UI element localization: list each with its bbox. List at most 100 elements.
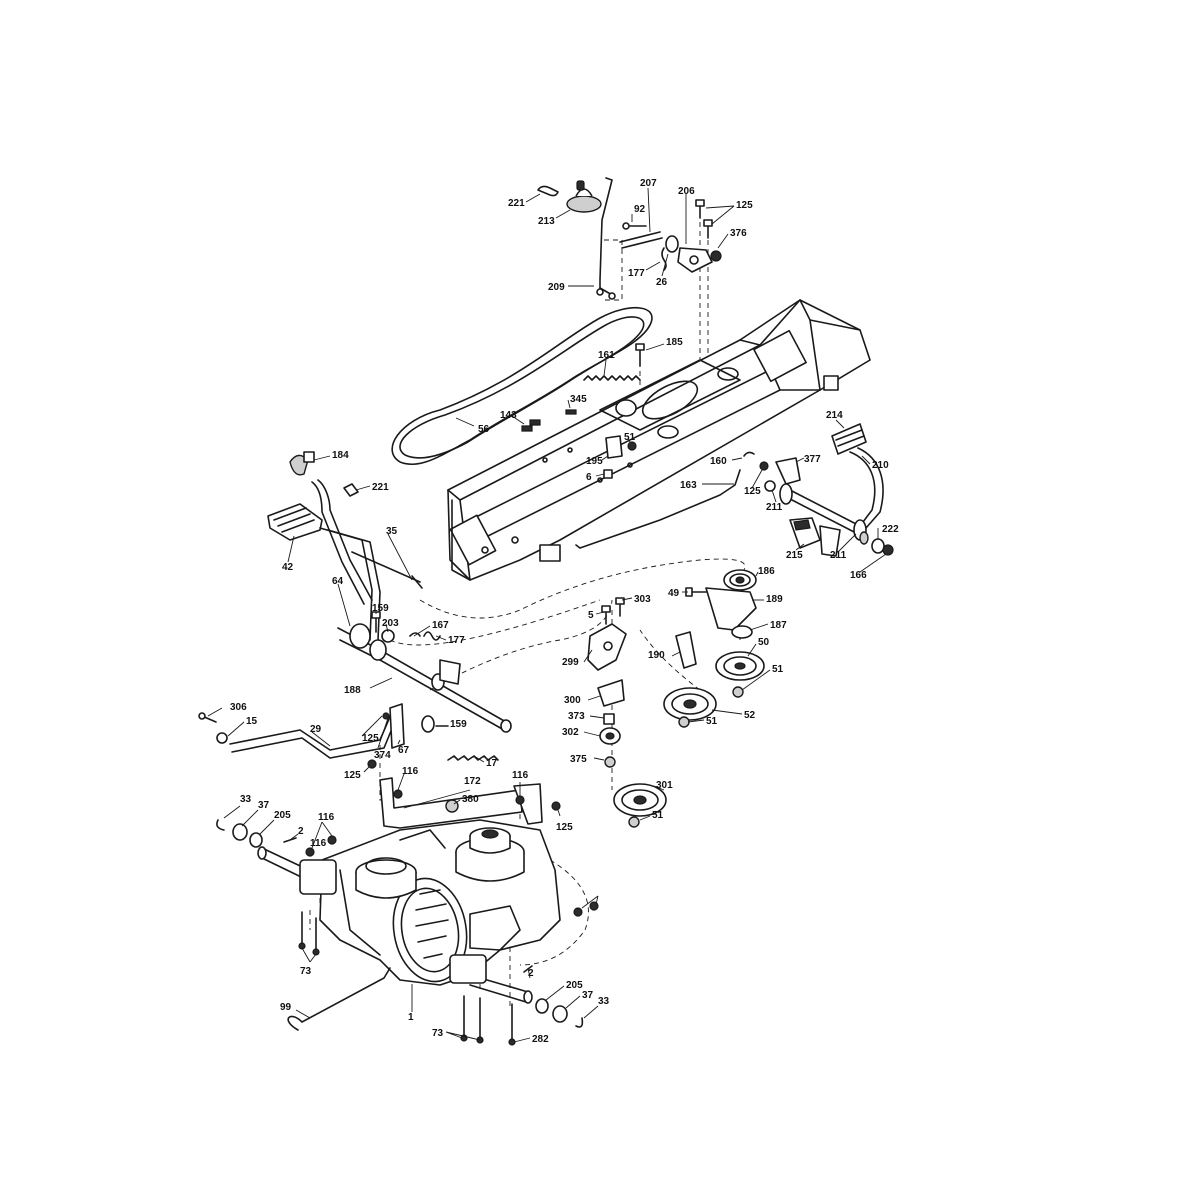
part-callout-375: 375	[570, 754, 587, 765]
part-callout-2: 2	[298, 826, 304, 837]
part-callout-221: 221	[372, 482, 389, 493]
part-callout-215: 215	[786, 550, 803, 561]
part-callout-159: 159	[450, 719, 467, 730]
drive-belt-56	[391, 306, 653, 466]
spring-161	[583, 375, 641, 381]
part-callout-159: 159	[372, 603, 389, 614]
part-callout-189: 189	[766, 594, 783, 605]
part-callout-42: 42	[282, 562, 294, 573]
part-callout-49: 49	[668, 588, 680, 599]
part-callout-51: 51	[706, 716, 718, 727]
part-callout-203: 203	[382, 618, 399, 629]
part-callout-345: 345	[570, 394, 587, 405]
part-callout-17: 17	[486, 758, 498, 769]
brake-pedal-group	[764, 423, 894, 557]
part-callout-377: 377	[804, 454, 821, 465]
part-callout-306: 306	[230, 702, 247, 713]
part-callout-73: 73	[300, 966, 312, 977]
shift-lever-group	[537, 177, 722, 300]
part-callout-222: 222	[882, 524, 899, 535]
part-callout-64: 64	[332, 576, 344, 587]
part-callout-56: 56	[478, 424, 490, 435]
part-callout-51: 51	[624, 432, 636, 443]
part-callout-67: 67	[398, 745, 410, 756]
shift-rod-209	[599, 177, 613, 289]
part-callout-190: 190	[648, 650, 665, 661]
part-callout-5: 5	[588, 610, 594, 621]
part-callout-6: 6	[586, 472, 592, 483]
part-callout-302: 302	[562, 727, 579, 738]
chassis-frame	[447, 299, 871, 581]
part-callout-301: 301	[656, 780, 673, 791]
part-callout-15: 15	[246, 716, 258, 727]
part-callout-1: 1	[408, 1012, 414, 1023]
part-callout-188: 188	[344, 685, 361, 696]
part-callout-303: 303	[634, 594, 651, 605]
rod-163	[579, 469, 741, 549]
part-callout-125: 125	[744, 486, 761, 497]
part-callout-73: 73	[432, 1028, 444, 1039]
part-callout-125: 125	[362, 733, 379, 744]
wire-rod-99	[287, 967, 391, 1031]
part-callout-26: 26	[656, 277, 668, 288]
part-callout-29: 29	[310, 724, 322, 735]
part-callout-116: 116	[402, 766, 419, 777]
part-callout-207: 207	[640, 178, 657, 189]
part-callout-206: 206	[678, 186, 695, 197]
part-callout-52: 52	[744, 710, 756, 721]
part-callout-211: 211	[766, 502, 783, 513]
part-callout-374: 374	[374, 750, 391, 761]
part-callout-92: 92	[634, 204, 646, 215]
part-callout-51: 51	[652, 810, 664, 821]
part-callout-33: 33	[598, 996, 610, 1007]
part-callout-185: 185	[666, 337, 683, 348]
part-callout-211: 211	[830, 550, 847, 561]
part-callout-205: 205	[274, 810, 291, 821]
part-callout-99: 99	[280, 1002, 292, 1013]
part-callout-186: 186	[758, 566, 775, 577]
part-callout-177: 177	[628, 268, 645, 279]
part-callout-214: 214	[826, 410, 843, 421]
part-callout-35: 35	[386, 526, 398, 537]
part-callout-37: 37	[258, 800, 270, 811]
part-callout-373: 373	[568, 711, 585, 722]
part-callout-51: 51	[772, 664, 784, 675]
part-callout-172: 172	[464, 776, 481, 787]
part-callout-163: 163	[680, 480, 697, 491]
part-callout-125: 125	[556, 822, 573, 833]
part-callout-282: 282	[532, 1034, 549, 1045]
part-callout-125: 125	[736, 200, 753, 211]
part-callout-50: 50	[758, 637, 770, 648]
part-callout-166: 166	[850, 570, 867, 581]
part-callout-209: 209	[548, 282, 565, 293]
part-callout-116: 116	[512, 770, 529, 781]
part-callout-143: 143	[500, 410, 517, 421]
part-callout-116: 116	[318, 812, 335, 823]
part-callout-167: 167	[432, 620, 449, 631]
part-callout-300: 300	[564, 695, 581, 706]
callout-labels: 2212132079220612537617726209161185345143…	[230, 178, 899, 1045]
part-callout-205: 205	[566, 980, 583, 991]
part-callout-380: 380	[462, 794, 479, 805]
leader-lines	[207, 187, 887, 1043]
part-callout-210: 210	[872, 460, 889, 471]
part-callout-33: 33	[240, 794, 252, 805]
part-callout-160: 160	[710, 456, 727, 467]
part-callout-221: 221	[508, 198, 525, 209]
idler-pulley-group	[587, 569, 765, 828]
part-callout-116: 116	[310, 838, 327, 849]
part-callout-376: 376	[730, 228, 747, 239]
part-callout-195: 195	[586, 456, 603, 467]
part-callout-299: 299	[562, 657, 579, 668]
part-callout-2: 2	[528, 968, 534, 979]
part-callout-161: 161	[598, 350, 615, 361]
drive-pedal-pad-42	[267, 503, 323, 541]
part-callout-37: 37	[582, 990, 594, 1001]
drive-pedal-group	[267, 451, 512, 733]
part-callout-187: 187	[770, 620, 787, 631]
part-callout-125: 125	[344, 770, 361, 781]
part-callout-213: 213	[538, 216, 555, 227]
part-callout-184: 184	[332, 450, 349, 461]
